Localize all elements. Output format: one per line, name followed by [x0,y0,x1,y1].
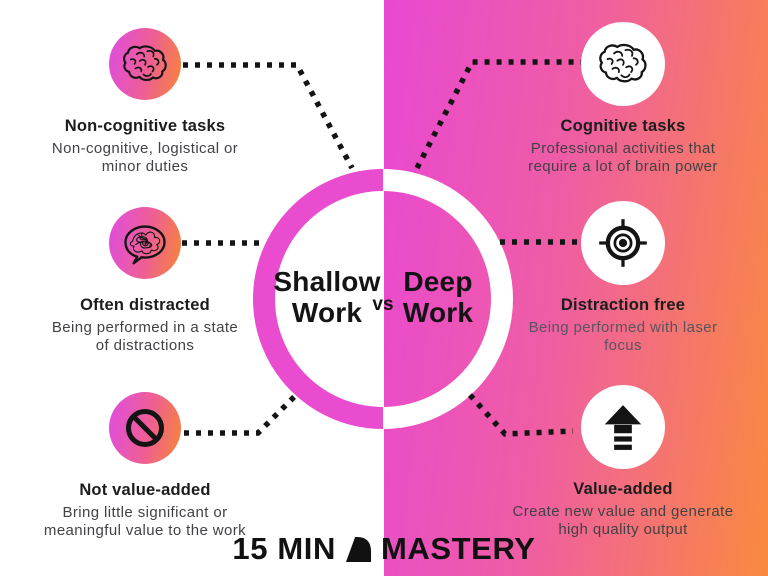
distracted-speech-bubble-icon [109,207,181,279]
title-shallow-line1: Shallow [273,266,381,297]
item-body: Create new value and generate high quali… [486,503,760,539]
item-body-line: Bring little significant or [62,504,228,521]
no-sign-icon [109,392,181,464]
item-body: Non-cognitive, logistical or minor dutie… [14,140,276,176]
item-often-distracted: Often distracted Being performed in a st… [14,207,276,355]
item-value-added: Value-added Create new value and generat… [486,385,760,539]
item-body-line: Create new value and generate [512,503,734,520]
vs-label: vs [372,294,394,315]
item-body-line: minor duties [101,158,189,175]
item-body-line: focus [604,337,642,354]
item-non-cognitive-tasks: Non-cognitive tasks Non-cognitive, logis… [14,28,276,176]
item-body-line: Being performed with laser [528,319,718,336]
item-heading: Often distracted [80,296,210,314]
item-heading: Value-added [573,480,673,498]
brain-icon [581,22,665,106]
target-crosshair-icon [581,201,665,285]
item-body: Being performed with laser focus [486,319,760,355]
item-body-line: meaningful value to the work [43,522,247,539]
item-distraction-free: Distraction free Being performed with la… [486,201,760,355]
item-body-line: require a lot of brain power [528,158,718,175]
item-body-line: Being performed in a state [51,319,239,336]
title-shallow-line2: Work [291,297,363,329]
item-body-line: of distractions [95,337,195,354]
brand-text-15min: 15 MIN [232,531,336,566]
title-deep-work: Deep Work [362,266,514,329]
item-body: Bring little significant or meaningful v… [14,504,276,540]
brand-text-mastery: MASTERY [380,531,536,566]
title-deep-line1: Deep [403,266,473,297]
item-body: Being performed in a state of distractio… [14,319,276,355]
item-cognitive-tasks: Cognitive tasks Professional activities … [486,22,760,176]
up-arrow-icon [581,385,665,469]
brand-logo: 15 MIN MASTERY [0,531,768,567]
item-heading: Non-cognitive tasks [64,117,226,135]
item-body: Professional activities that require a l… [486,140,760,176]
title-shallow-work: Shallow Work [251,266,403,329]
item-not-value-added: Not value-added Bring little significant… [14,392,276,540]
item-body-line: Professional activities that [530,140,716,157]
quarter-round-logo-icon [345,536,372,563]
item-heading: Not value-added [79,481,211,499]
brain-icon [109,28,181,100]
item-body-line: Non-cognitive, logistical or [51,140,239,157]
item-body-line: high quality output [558,521,688,538]
item-heading: Distraction free [560,296,686,314]
item-heading: Cognitive tasks [560,117,686,135]
title-deep-line2: Work [402,297,474,329]
